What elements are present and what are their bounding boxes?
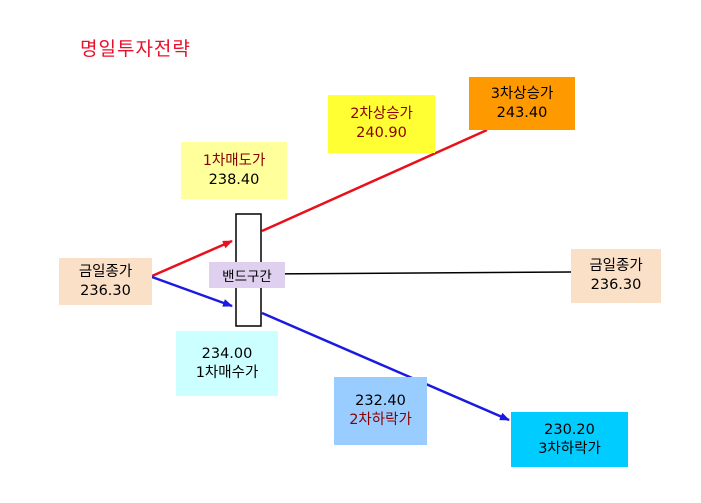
band-label: 밴드구간	[209, 262, 285, 288]
down3-box: 230.20 3차하락가	[511, 412, 628, 467]
sell1-box: 1차매도가 238.40	[181, 142, 287, 199]
down3-value: 230.20	[544, 421, 595, 438]
down3-label: 3차하락가	[538, 440, 601, 457]
up2-label: 2차상승가	[350, 106, 413, 122]
up-arrow-to-band	[151, 239, 233, 278]
buy1-value: 234.00	[201, 345, 253, 362]
up2-box: 2차상승가 240.90	[328, 95, 435, 153]
up2-value: 240.90	[356, 125, 407, 141]
close-right-value: 236.30	[590, 277, 642, 293]
down2-box: 232.40 2차하락가	[334, 377, 427, 445]
buy1-label: 1차매수가	[195, 364, 259, 381]
up3-box: 3차상승가 243.40	[469, 77, 575, 130]
up3-value: 243.40	[496, 104, 548, 121]
buy1-box: 234.00 1차매수가	[176, 331, 278, 396]
sell1-label: 1차매도가	[202, 152, 266, 169]
close-price-box-left: 금일종가 236.30	[59, 258, 152, 305]
down2-value: 232.40	[355, 393, 406, 409]
up3-label: 3차상승가	[490, 85, 554, 102]
sell1-value: 238.40	[208, 171, 260, 188]
close-right-label: 금일종가	[589, 258, 643, 274]
down-arrow-to-target	[261, 311, 510, 422]
down-arrow-to-band	[151, 275, 233, 308]
down2-label: 2차하락가	[349, 412, 412, 428]
close-connector-line	[261, 271, 572, 275]
up-line-to-target	[261, 128, 488, 233]
close-left-value: 236.30	[80, 282, 131, 299]
close-left-label: 금일종가	[78, 263, 133, 280]
page-title: 명일투자전략	[80, 38, 191, 60]
close-price-box-right: 금일종가 236.30	[571, 249, 661, 303]
